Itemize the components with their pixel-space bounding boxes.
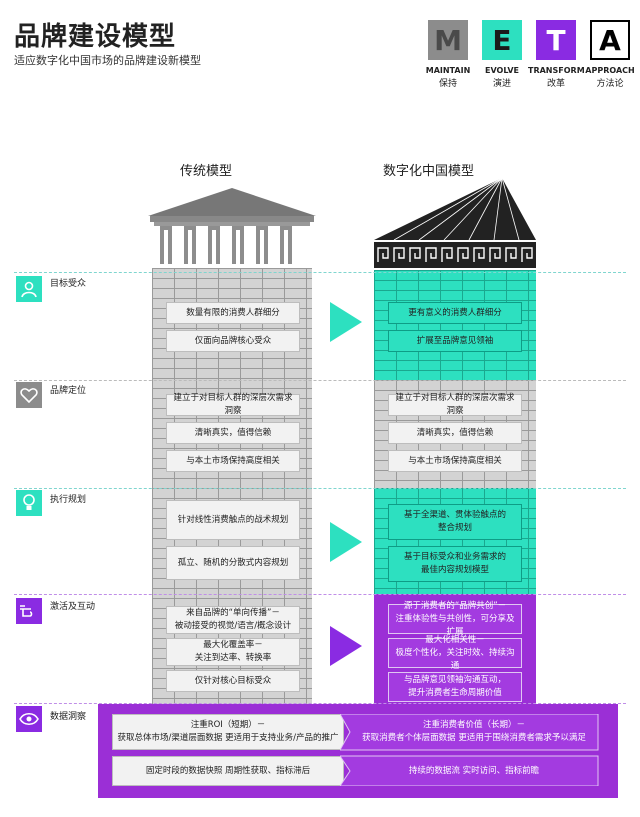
user-icon — [16, 276, 42, 302]
meta-zh-t: 改革 — [546, 79, 565, 89]
evolve-arrow-planning — [330, 522, 362, 562]
left-planning-box: 孤立、随机的分散式内容规划 — [166, 546, 300, 580]
section-label-activation: 激活及互动 — [50, 602, 96, 612]
hand-pointing-icon — [16, 598, 42, 624]
right-positioning-box: 与本土市场保持高度相关 — [388, 450, 522, 472]
section-divider — [14, 272, 626, 273]
page-title: 品牌建设模型 — [14, 22, 177, 52]
audience-wall-teal — [374, 270, 536, 380]
left-planning-box: 针对线性消费触点的战术规划 — [166, 500, 300, 540]
meta-tile-t: T — [536, 20, 576, 60]
right-positioning-box: 清晰真实，值得信赖 — [388, 422, 522, 444]
left-activation-box: 来自品牌的“单向传播”－ 被动接受的视觉/语言/概念设计 — [166, 606, 300, 634]
modern-pyramid-roof — [374, 177, 536, 268]
right-activation-box: 最大化相关性－ 极度个性化，关注时效、持续沟通 — [388, 635, 522, 671]
meta-en-a: APPROACH — [585, 66, 635, 75]
left-positioning-box: 与本土市场保持高度相关 — [166, 450, 300, 472]
right-planning-box: 基于目标受众和业务需求的 最佳内容规划模型 — [388, 546, 522, 582]
insight-right-arrow-boxes — [340, 714, 599, 786]
section-label-positioning: 品牌定位 — [50, 386, 87, 396]
eye-icon — [16, 706, 42, 732]
evolve-arrow-audience — [330, 302, 362, 342]
section-divider — [14, 380, 626, 381]
section-divider — [14, 488, 626, 489]
classical-temple-roof — [148, 188, 316, 264]
right-audience-box: 扩展至品牌意见领袖 — [388, 330, 522, 352]
left-positioning-box: 建立于对目标人群的深层次需求洞察 — [166, 393, 300, 416]
section-label-planning: 执行规划 — [50, 495, 87, 505]
left-audience-box: 数量有限的消费人群细分 — [166, 302, 300, 324]
insight-right-box: 注重消费者价值（长期）－ 获取消费者个体层面数据 更适用于围绕消费者需求予以满足 — [362, 720, 586, 743]
lightbulb-icon — [16, 490, 42, 516]
section-divider — [14, 703, 626, 704]
right-column-title: 数字化中国模型 — [383, 164, 475, 179]
right-activation-box: 与品牌意见领袖沟通互动， 提升消费者生命周期价值 — [388, 672, 522, 702]
right-positioning-box: 建立于对目标人群的深层次需求洞察 — [388, 393, 522, 416]
meta-tile-m: M — [428, 20, 468, 60]
insight-left-box: 固定时段的数据快照 周期性获取、指标滞后 — [112, 756, 344, 786]
meta-tile-a: A — [590, 20, 630, 60]
meta-en-m: MAINTAIN — [425, 66, 471, 75]
section-label-audience: 目标受众 — [50, 279, 87, 289]
meta-zh-e: 演进 — [492, 79, 511, 89]
right-activation-box: 源于消费者的“品牌共创”－ 注重体验性与共创性，可分享及扩展 — [388, 601, 522, 637]
meta-zh-a: 方法论 — [596, 79, 624, 89]
meta-tile-e: E — [482, 20, 522, 60]
left-activation-box: 仅针对核心目标受众 — [166, 670, 300, 692]
heart-icon — [16, 382, 42, 408]
meta-en-e: EVOLVE — [485, 66, 519, 75]
right-audience-box: 更有意义的消费人群细分 — [388, 302, 522, 324]
section-divider — [14, 594, 626, 595]
meta-zh-m: 保持 — [438, 79, 457, 89]
transform-arrow-activation — [330, 626, 362, 666]
right-planning-box: 基于全渠道、贯体验触点的 整合规划 — [388, 504, 522, 540]
left-activation-box: 最大化覆盖率－ 关注到达率、转换率 — [166, 638, 300, 666]
meta-en-t: TRANSFORM — [528, 66, 585, 75]
section-label-insight: 数据洞察 — [50, 712, 87, 722]
left-audience-box: 仅面向品牌核心受众 — [166, 330, 300, 352]
insight-right-box: 持续的数据流 实时访问、指标前瞻 — [408, 765, 540, 776]
page-subtitle: 适应数字化中国市场的品牌建设新模型 — [14, 54, 201, 67]
left-column-title: 传统模型 — [180, 164, 233, 179]
left-positioning-box: 清晰真实，值得信赖 — [166, 422, 300, 444]
insight-left-box: 注重ROI（短期）－ 获取总体市场/渠道层面数据 更适用于支持业务/产品的推广 — [112, 714, 344, 750]
